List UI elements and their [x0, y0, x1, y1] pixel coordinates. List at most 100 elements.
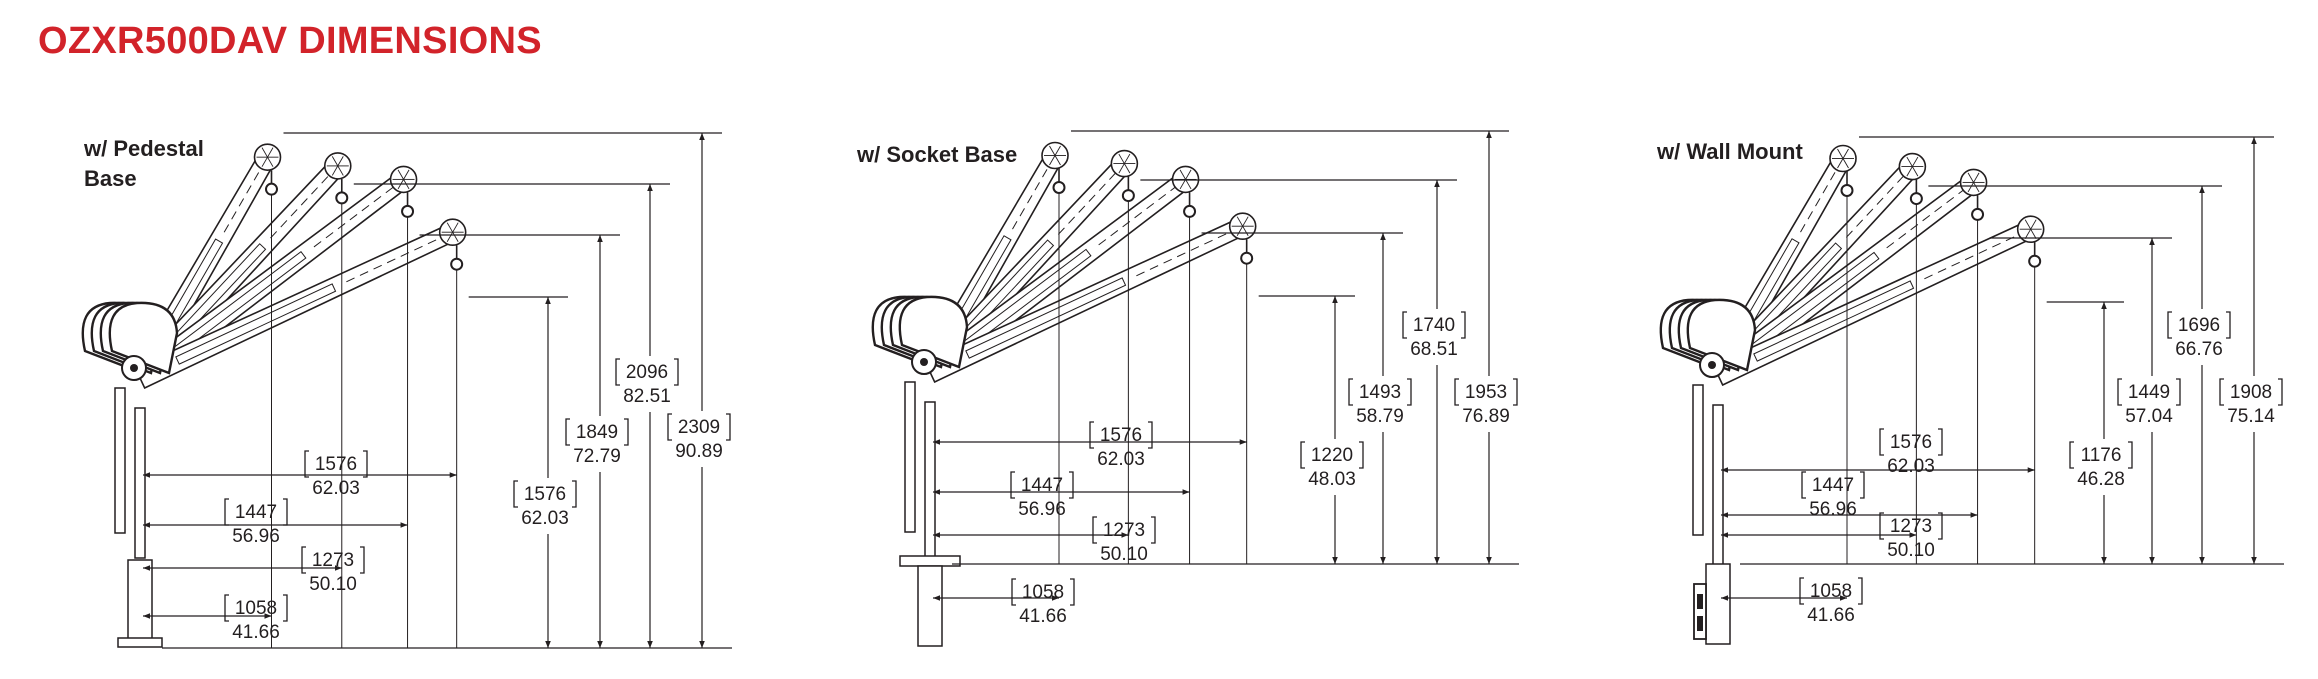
dimension-mm: 1576	[524, 484, 566, 505]
dimension-mm: 1849	[576, 422, 618, 443]
label-knockout	[665, 411, 733, 467]
hook	[1840, 183, 1854, 197]
sheave-spoke	[2030, 228, 2037, 239]
label-bracket	[2128, 441, 2133, 469]
sheave-spoke	[267, 156, 274, 167]
wall-bracket-bolt	[1697, 594, 1703, 609]
sheave-spoke	[1842, 158, 1849, 169]
sheave-spoke	[1967, 172, 1974, 183]
label-bracket	[1359, 441, 1364, 469]
sheave-spoke	[2030, 219, 2037, 230]
dimension-inch: 56.96	[1809, 499, 1857, 520]
dimension-mm: 1449	[2128, 382, 2170, 403]
sheave-spoke	[1837, 148, 1844, 159]
label-bracket	[1879, 428, 1884, 456]
dimension-label: 1273 50.10	[1092, 516, 1156, 565]
post-tube	[904, 381, 916, 533]
height-label-bg	[1346, 376, 1414, 432]
sheave-spoke	[397, 169, 404, 180]
panel-title-pedestal: w/ Pedestal Base	[84, 134, 204, 194]
dimension-mm: 1953	[1465, 382, 1507, 403]
hook	[335, 191, 349, 205]
dimension-mm: 1696	[2178, 315, 2220, 336]
panel-pedestal: 157662.03144756.96127350.10105841.661576…	[81, 132, 733, 649]
label-bracket	[1860, 471, 1865, 499]
hook	[1909, 192, 1923, 206]
sheave-spoke	[1179, 179, 1186, 190]
panel-title-line: w/ Socket Base	[857, 142, 1018, 167]
dimension-inch: 58.79	[1356, 406, 1404, 427]
dimension-mm: 1273	[312, 550, 354, 571]
cable-line	[1800, 166, 1839, 233]
sheave-spoke	[1967, 182, 1974, 193]
sheave-spoke	[1973, 172, 1980, 183]
sheave-spoke	[452, 231, 459, 242]
post-tube	[114, 387, 126, 534]
sheave-spoke	[337, 165, 344, 176]
page-title: OZXR500DAV DIMENSIONS	[38, 20, 542, 62]
dimension-inch: 56.96	[1018, 499, 1066, 520]
cable-line	[223, 165, 263, 233]
dimension-label: 1696 66.76	[2167, 311, 2231, 360]
dimension-mm: 2309	[678, 417, 720, 438]
sheave-spoke	[2024, 228, 2032, 239]
dimension-inch: 72.79	[573, 446, 621, 467]
dimension-inch: 66.76	[2175, 339, 2223, 360]
dimension-inch: 62.03	[1097, 449, 1145, 470]
boom-arm	[922, 165, 1200, 382]
pedestal-plate	[117, 637, 163, 648]
sheave-spoke	[1179, 169, 1186, 180]
sheave-spoke	[1054, 155, 1061, 166]
cable-line	[346, 235, 444, 283]
label-bracket	[1011, 578, 1016, 606]
label-bracket	[283, 594, 288, 622]
hook	[1183, 204, 1197, 218]
dimension-mm: 1447	[1021, 475, 1063, 496]
dimension-inch: 50.10	[1100, 544, 1148, 565]
dimension-inch: 82.51	[623, 386, 671, 407]
dimension-mm: 1220	[1311, 445, 1353, 466]
cable-line	[1924, 232, 2022, 280]
label-bracket	[1513, 378, 1518, 406]
dimension-mm: 1058	[1022, 582, 1064, 603]
dimension-mm: 1273	[1103, 520, 1145, 541]
dimension-label: 1447 56.96	[224, 498, 288, 547]
sheave-spoke	[1236, 216, 1244, 227]
boom-slot	[175, 283, 337, 365]
boom-slot	[965, 277, 1127, 359]
label-bracket	[1151, 516, 1156, 544]
dimension-inch: 56.96	[232, 526, 280, 547]
sheave-spoke	[1054, 145, 1061, 156]
dimension-label: 1849 72.79	[565, 418, 629, 467]
boom-slot	[1753, 280, 1915, 362]
dimension-label: 1447 56.96	[1010, 471, 1074, 520]
dimension-mm: 1576	[1890, 432, 1932, 453]
label-bracket	[304, 450, 309, 478]
label-bracket	[1938, 428, 1943, 456]
label-bracket	[1454, 378, 1459, 406]
sheave-spoke	[1123, 153, 1131, 164]
mast-tube	[134, 407, 146, 559]
sheave-spoke	[1118, 153, 1125, 164]
label-bracket	[1069, 471, 1074, 499]
dimension-mm: 1273	[1890, 516, 1932, 537]
post-tube	[1692, 384, 1704, 536]
socket-flange	[899, 555, 961, 567]
dimension-mm: 1576	[315, 454, 357, 475]
sheave-spoke	[1911, 166, 1919, 177]
dimension-mm: 1447	[235, 502, 277, 523]
sheave-spoke	[1906, 166, 1913, 177]
sheave-spoke	[331, 156, 339, 167]
label-bracket	[1092, 516, 1097, 544]
sheave-spoke	[261, 156, 268, 167]
pedestal-column	[127, 559, 153, 643]
